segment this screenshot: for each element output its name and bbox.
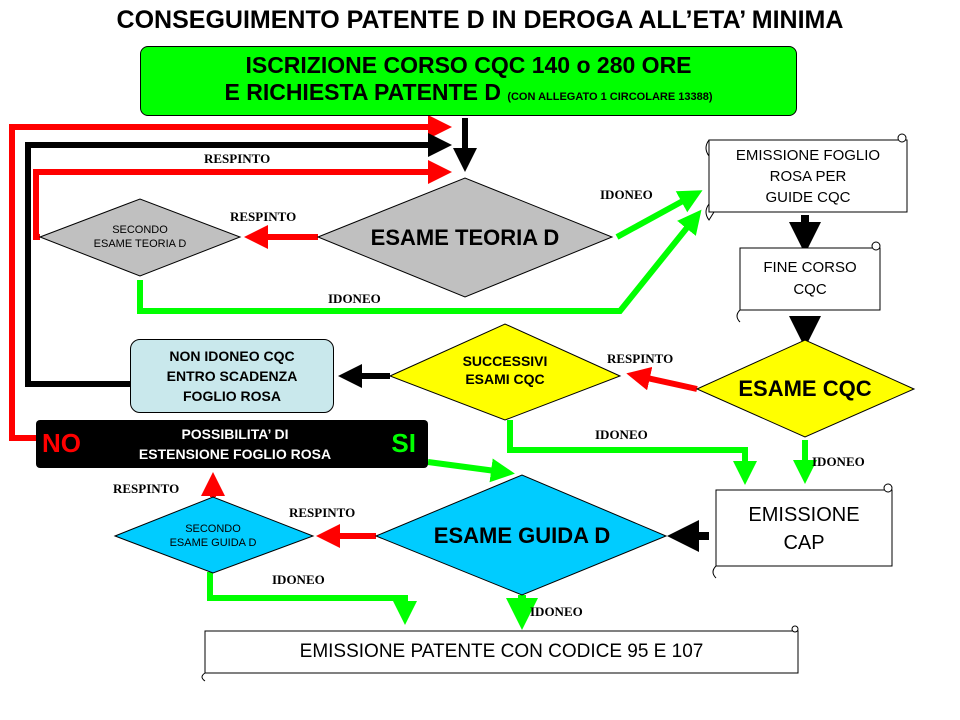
start-line2-wrap: E RICHIESTA PATENTE D (CON ALLEGATO 1 CI…	[224, 79, 712, 111]
estensione-line1: POSSIBILITA’ DI	[92, 424, 378, 444]
non-idoneo-box: NON IDONEO CQC ENTRO SCADENZA FOGLIO ROS…	[130, 339, 334, 413]
label-respinto-theory: RESPINTO	[230, 209, 296, 225]
start-note: (CON ALLEGATO 1 CIRCOLARE 13388)	[507, 91, 712, 103]
esame-guida-text: ESAME GUIDA D	[380, 518, 664, 554]
start-line1: ISCRIZIONE CORSO CQC 140 o 280 ORE	[245, 52, 691, 79]
secondo-guida-text: SECONDO ESAME GUIDA D	[133, 517, 293, 555]
emissione-cap-line2: CAP	[783, 529, 824, 557]
successivi-line1: SUCCESSIVI	[463, 352, 548, 370]
start-box: ISCRIZIONE CORSO CQC 140 o 280 ORE E RIC…	[140, 46, 797, 116]
non-idoneo-line1: NON IDONEO CQC	[169, 346, 294, 366]
estensione-text: POSSIBILITA’ DI ESTENSIONE FOGLIO ROSA	[92, 424, 378, 464]
successivi-line2: ESAMI CQC	[465, 370, 544, 388]
estensione-si: SI	[391, 428, 416, 459]
fine-corso-line1: FINE CORSO	[763, 257, 856, 279]
start-line2: E RICHIESTA PATENTE D	[224, 79, 500, 105]
foglio-rosa-text: EMISSIONE FOGLIO ROSA PER GUIDE CQC	[709, 142, 907, 210]
label-idoneo-cqc: IDONEO	[812, 454, 865, 470]
label-respinto-cqc: RESPINTO	[607, 351, 673, 367]
label-respinto-top: RESPINTO	[204, 151, 270, 167]
secondo-guida-line2: ESAME GUIDA D	[170, 536, 257, 550]
estensione-no: NO	[42, 428, 81, 459]
secondo-teoria-line2: ESAME TEORIA D	[94, 237, 187, 251]
estensione-box: NO POSSIBILITA’ DI ESTENSIONE FOGLIO ROS…	[36, 420, 428, 468]
non-idoneo-line3: FOGLIO ROSA	[183, 386, 281, 406]
secondo-guida-line1: SECONDO	[185, 522, 241, 536]
fine-corso-line2: CQC	[793, 279, 826, 301]
esame-teoria-text: ESAME TEORIA D	[330, 220, 600, 256]
label-respinto-second-guida: RESPINTO	[113, 481, 179, 497]
fine-corso-text: FINE CORSO CQC	[740, 250, 880, 308]
foglio-rosa-line3: GUIDE CQC	[765, 187, 850, 208]
secondo-teoria-text: SECONDO ESAME TEORIA D	[60, 218, 220, 256]
label-idoneo-second-guida: IDONEO	[272, 572, 325, 588]
successivi-text: SUCCESSIVI ESAMI CQC	[420, 348, 590, 392]
foglio-rosa-line1: EMISSIONE FOGLIO	[736, 145, 880, 166]
secondo-teoria-line1: SECONDO	[112, 223, 168, 237]
label-idoneo-second-theory: IDONEO	[328, 291, 381, 307]
foglio-rosa-line2: ROSA PER	[770, 166, 847, 187]
esame-cqc-text: ESAME CQC	[710, 372, 900, 406]
estensione-line2: ESTENSIONE FOGLIO ROSA	[92, 444, 378, 464]
label-idoneo-guida: IDONEO	[530, 604, 583, 620]
label-idoneo-theory: IDONEO	[600, 187, 653, 203]
patente-final-text: EMISSIONE PATENTE CON CODICE 95 E 107	[205, 631, 798, 673]
non-idoneo-line2: ENTRO SCADENZA	[167, 366, 298, 386]
label-respinto-guida: RESPINTO	[289, 505, 355, 521]
label-idoneo-successivi: IDONEO	[595, 427, 648, 443]
emissione-cap-line1: EMISSIONE	[748, 501, 859, 529]
arrow-cqc-respinto	[638, 376, 697, 389]
arrow-si-to-guida	[428, 462, 503, 472]
emissione-cap-text: EMISSIONE CAP	[716, 494, 892, 564]
